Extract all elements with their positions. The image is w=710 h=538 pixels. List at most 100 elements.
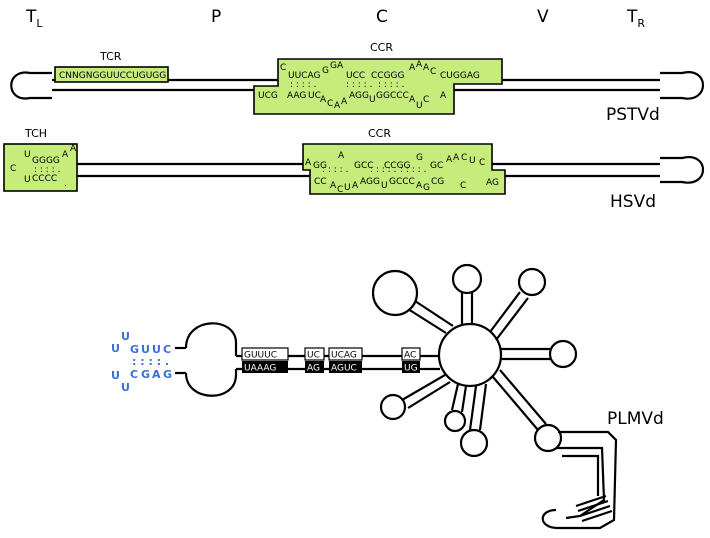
pstvd-pair-dots-1: : : : : . bbox=[290, 80, 316, 90]
hsvd-tch-dot: . bbox=[64, 179, 67, 189]
hsvd-seq-top-a: A bbox=[305, 158, 312, 168]
domain-tr: TR bbox=[626, 7, 645, 30]
domain-c: C bbox=[376, 7, 388, 27]
hsvd-seq-top-g: GC bbox=[430, 161, 443, 171]
plmvd-box-0-top-seq: GUUUC bbox=[244, 351, 277, 361]
plmvd-box-2-bot-seq: AGUC bbox=[331, 364, 357, 374]
hsvd-seq-bot-h: GCCC bbox=[389, 177, 415, 187]
pstvd-seq-bot-e: C bbox=[327, 99, 333, 109]
plmvd-branch-7b bbox=[478, 383, 488, 431]
plmvd-terminal-loops bbox=[371, 263, 578, 458]
hsvd-seq-top-c: A bbox=[338, 151, 345, 161]
plmvd-box-2-top bbox=[328, 347, 363, 361]
pstvd-seq-top-c: G bbox=[322, 66, 329, 76]
plmvd-loop-u4: U bbox=[121, 381, 130, 394]
plmvd-branch-3a bbox=[489, 291, 521, 333]
pstvd-seq-top-g: A bbox=[409, 63, 416, 73]
hsvd-seq-top-d: GCC bbox=[354, 161, 374, 171]
hsvd-ccr-box bbox=[302, 143, 506, 195]
plmvd-box-1-bot-seq: AG bbox=[307, 364, 320, 374]
plmvd-hp-top-1: U bbox=[141, 343, 150, 356]
hsvd-name: HSVd bbox=[610, 192, 656, 212]
plmvd-pk-stripe-4 bbox=[581, 509, 613, 523]
plmvd-branch-1a bbox=[414, 300, 454, 327]
plmvd-pk-stripe-3 bbox=[579, 504, 611, 518]
pstvd-structure: CNNGNGGUUCCUGUGG TCR CCR C UUCAG G GA UC… bbox=[10, 41, 705, 125]
hsvd-seq-bot-d: U bbox=[344, 183, 351, 193]
hsvd-seq-top-k: U bbox=[469, 156, 476, 166]
plmvd-box-1-top bbox=[304, 347, 325, 361]
hsvd-seq-bot-m: AG bbox=[486, 178, 499, 188]
plmvd-pseudoknot bbox=[541, 430, 618, 530]
hsvd-seq-bot-f: AGG bbox=[360, 177, 380, 187]
plmvd-branch-7a bbox=[468, 385, 478, 431]
plmvd-hp-bot-0: C bbox=[130, 368, 138, 381]
hsvd-tch-label: TCH bbox=[24, 127, 47, 140]
pstvd-seq-bot-j: GGCCC bbox=[376, 91, 409, 101]
pstvd-seq-bot-i: U bbox=[369, 95, 376, 105]
pstvd-seq-top-b: UUCAG bbox=[288, 71, 320, 81]
plmvd-loop-4 bbox=[548, 339, 578, 369]
plmvd-box-0-bot-seq: UAAAG bbox=[244, 364, 276, 374]
plmvd-hp-top-2: U bbox=[152, 343, 161, 356]
plmvd-branch-8a bbox=[492, 376, 539, 431]
hsvd-tch-dots: : : : : . bbox=[34, 165, 60, 175]
plmvd-box-3-top-seq: AC bbox=[404, 351, 416, 361]
hsvd-tch-u: U bbox=[24, 150, 31, 160]
pstvd-name: PSTVd bbox=[606, 105, 660, 125]
plmvd-loop-6 bbox=[443, 409, 467, 433]
hsvd-pair-dots-3: : : : : . bbox=[400, 165, 426, 175]
plmvd-branch-3b bbox=[495, 297, 529, 341]
hsvd-seq-bot-a: CC bbox=[314, 177, 327, 187]
plmvd-loop-u2: U bbox=[111, 342, 120, 355]
plmvd-branch-5b bbox=[407, 381, 451, 409]
hsvd-seq-bot-g: U bbox=[381, 181, 388, 191]
plmvd-loop-7 bbox=[459, 428, 489, 458]
pstvd-seq-bot-l: U bbox=[416, 101, 423, 111]
pstvd-seq-bot-f: A bbox=[334, 101, 341, 111]
plmvd-branches bbox=[401, 291, 550, 431]
pstvd-seq-bot-a: UCG bbox=[258, 91, 278, 101]
pstvd-pair-dots-2: : : : : . bbox=[346, 80, 372, 90]
pstvd-seq-bot-b: AAG bbox=[287, 91, 306, 101]
hsvd-seq-top-j: C bbox=[461, 153, 467, 163]
pstvd-ccr-box bbox=[253, 58, 503, 115]
pstvd-seq-bot-c: UC bbox=[308, 91, 321, 101]
hsvd-seq-top-h: A bbox=[446, 155, 453, 165]
domain-p: P bbox=[211, 7, 221, 27]
plmvd-hp-dots: : : : : . bbox=[132, 355, 169, 368]
plmvd-loop-3 bbox=[517, 267, 547, 297]
hsvd-ccr-label: CCR bbox=[368, 127, 391, 140]
hsvd-seq-bot-b: A bbox=[330, 181, 337, 191]
pstvd-seq-bot-k: A bbox=[409, 95, 416, 105]
pstvd-seq-top-j: C bbox=[430, 67, 436, 77]
plmvd-branch-8b bbox=[499, 369, 547, 425]
plmvd-box-3-bot-seq: UG bbox=[404, 364, 418, 374]
hsvd-tch-a1: A bbox=[62, 150, 69, 160]
plmvd-box-3-bot bbox=[402, 361, 420, 373]
pstvd-seq-top-a: C bbox=[280, 63, 286, 73]
plmvd-structure: U U U U G U U C : : : : . C G A G GUUUC … bbox=[111, 263, 664, 530]
hsvd-structure: TCH U C GGGG : : : : . CCCC U A A . CCR … bbox=[3, 127, 705, 212]
hsvd-pair-dots-1: : : : : . bbox=[322, 165, 348, 175]
hsvd-tch-box bbox=[3, 143, 78, 192]
hsvd-seq-top-b: GG bbox=[313, 161, 327, 171]
pstvd-left-loop bbox=[10, 71, 52, 100]
plmvd-pk-outer bbox=[541, 430, 618, 530]
plmvd-hp-top-3: C bbox=[163, 343, 171, 356]
domain-tl: TL bbox=[25, 7, 43, 30]
pstvd-tcr-seq: CNNGNGGUUCCUGUGG bbox=[59, 71, 166, 81]
plmvd-left-bulge-top bbox=[184, 322, 238, 356]
hsvd-tch-bot: CCCC bbox=[32, 174, 57, 184]
plmvd-pk-stripe-2 bbox=[577, 499, 609, 513]
hsvd-seq-bot-k: CG bbox=[431, 177, 444, 187]
plmvd-box-0-bot bbox=[242, 361, 288, 373]
plmvd-branch-6b bbox=[460, 385, 468, 413]
plmvd-box-2-bot bbox=[329, 361, 362, 373]
plmvd-box-1-bot bbox=[305, 361, 324, 373]
hsvd-seq-bot-e: A bbox=[352, 181, 359, 191]
plmvd-loop-1 bbox=[371, 269, 419, 317]
pstvd-ccr-label: CCR bbox=[370, 41, 393, 54]
hsvd-seq-top-e: CCGG bbox=[384, 161, 411, 171]
